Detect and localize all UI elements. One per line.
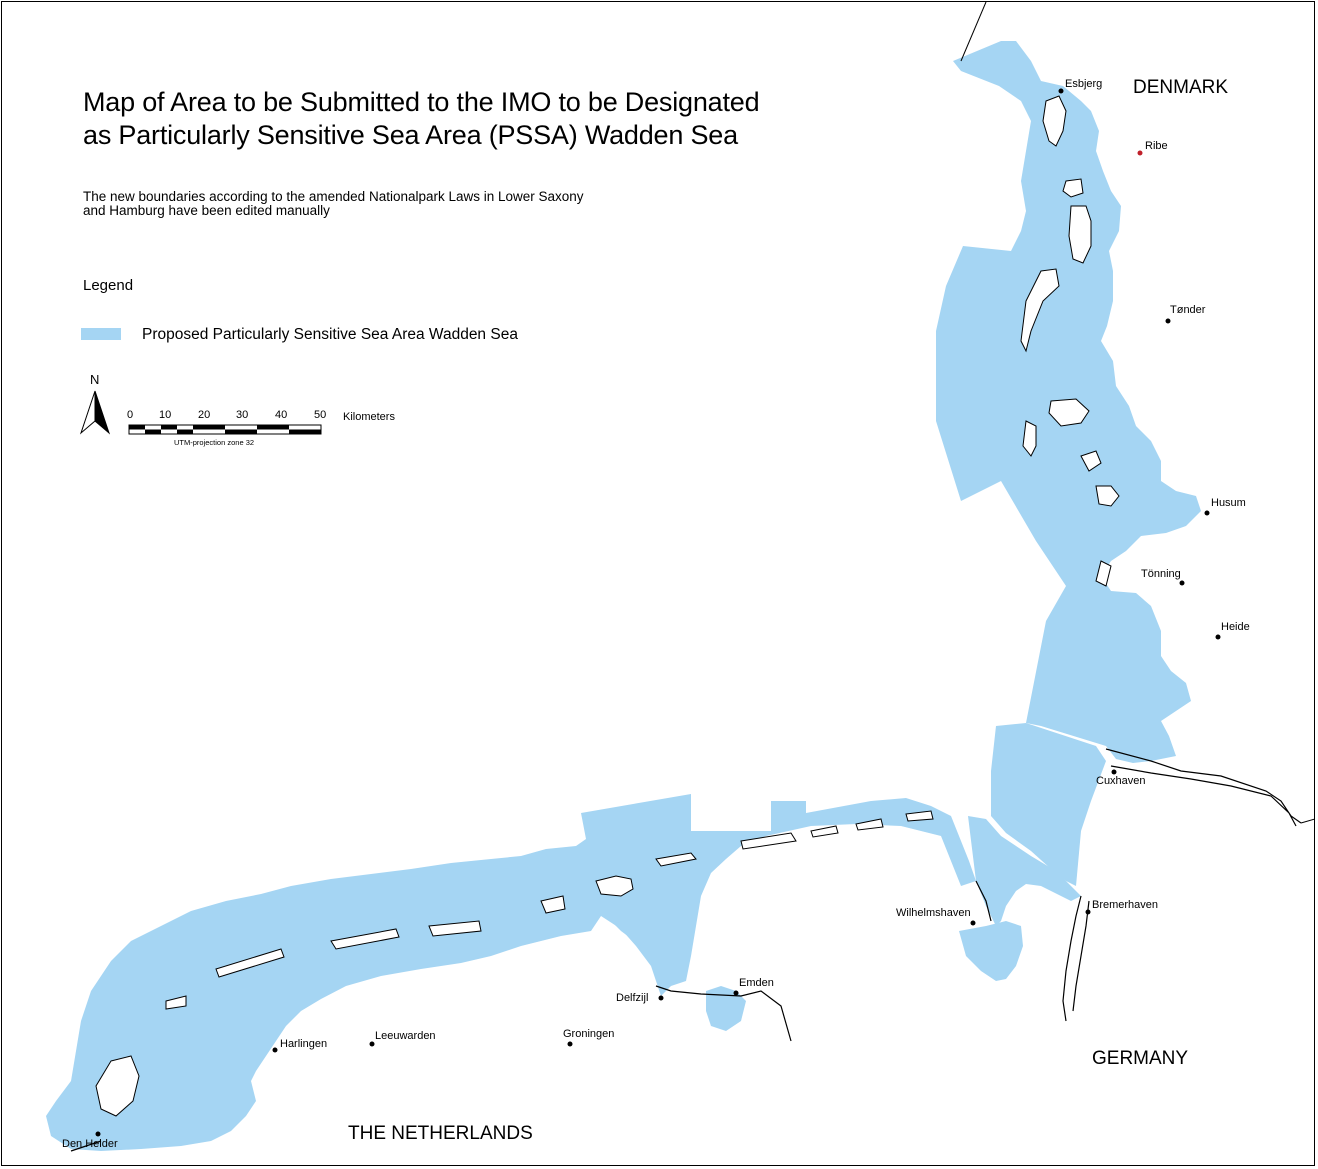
scale-tick-label: 40 xyxy=(275,409,288,421)
pssa-elbe-section xyxy=(991,723,1106,886)
city-marker-leeuwarden xyxy=(369,1041,375,1047)
country-label-germany: GERMANY xyxy=(1092,1048,1189,1069)
coastline-jade xyxy=(975,880,992,922)
north-arrow-letter: N xyxy=(90,372,100,387)
north-arrow-icon xyxy=(79,390,111,435)
city-label-wilhelmshaven: Wilhelmshaven xyxy=(896,907,971,919)
city-marker-cuxhaven xyxy=(1111,769,1117,775)
map-title-line1: Map of Area to be Submitted to the IMO t… xyxy=(83,87,760,117)
city-label-husum: Husum xyxy=(1211,497,1246,509)
map-title-line2: as Particularly Sensitive Sea Area (PSSA… xyxy=(83,120,738,150)
legend-heading: Legend xyxy=(83,277,134,294)
island-eiderstedt-hallig xyxy=(1095,560,1112,587)
city-marker-wilhelmshaven xyxy=(970,920,976,926)
city-marker-emden xyxy=(733,990,739,996)
island-norderney xyxy=(740,832,797,850)
islands xyxy=(95,95,1120,1117)
city-label-bremerhaven: Bremerhaven xyxy=(1092,899,1159,911)
map-note: The new boundaries according to the amen… xyxy=(83,190,584,218)
city-marker-bremerhaven xyxy=(1085,909,1091,915)
country-label-netherlands: THE NETHERLANDS xyxy=(348,1123,533,1144)
pssa-dollard xyxy=(706,986,746,1031)
island-juist xyxy=(655,852,697,867)
country-label-denmark: DENMARK xyxy=(1133,77,1229,98)
city-marker-harlingen xyxy=(272,1047,278,1053)
pssa-jade-bay xyxy=(959,921,1023,981)
coastline-den-helder xyxy=(70,1140,102,1152)
island-sylt xyxy=(1020,268,1060,353)
map-note-line2: and Hamburg have been edited manually xyxy=(83,203,330,218)
city-label-toender: Tønder xyxy=(1170,304,1206,316)
city-marker-ribe xyxy=(1137,150,1143,156)
city-marker-esbjerg xyxy=(1058,88,1064,94)
city-label-groningen: Groningen xyxy=(563,1028,615,1040)
island-baltrum xyxy=(810,825,839,838)
island-roemoe xyxy=(1068,205,1092,264)
city-label-heide: Heide xyxy=(1221,621,1250,633)
island-ameland xyxy=(428,920,482,937)
city-markers xyxy=(95,88,1221,1137)
legend-item-label: Proposed Particularly Sensitive Sea Area… xyxy=(142,326,518,343)
city-marker-heide xyxy=(1215,634,1221,640)
city-marker-husum xyxy=(1204,510,1210,516)
island-amrum xyxy=(1022,420,1037,457)
island-texel xyxy=(95,1055,140,1117)
pssa-weser-section xyxy=(968,816,1081,926)
scale-tick-label: 0 xyxy=(127,409,134,421)
city-label-harlingen: Harlingen xyxy=(280,1038,328,1050)
island-fanoe xyxy=(1042,95,1067,147)
island-langeoog xyxy=(855,818,884,831)
coastline-ems-estuary xyxy=(655,985,792,1042)
city-marker-toender xyxy=(1165,318,1171,324)
scale-unit-label: Kilometers xyxy=(343,411,395,423)
city-label-ribe: Ribe xyxy=(1145,140,1168,152)
scale-tick-label: 50 xyxy=(314,409,327,421)
map-note-line1: The new boundaries according to the amen… xyxy=(83,189,584,204)
city-label-leeuwarden: Leeuwarden xyxy=(375,1030,436,1042)
island-foehr xyxy=(1048,398,1090,427)
island-pellworm xyxy=(1095,485,1120,507)
island-schiermonnikoog xyxy=(540,895,566,914)
city-marker-delfzijl xyxy=(658,995,664,1001)
island-mandoe xyxy=(1062,178,1084,198)
city-label-toenning: Tönning xyxy=(1141,568,1181,580)
city-marker-den-helder xyxy=(95,1131,101,1137)
city-label-esbjerg: Esbjerg xyxy=(1065,78,1103,90)
city-marker-groningen xyxy=(567,1041,573,1047)
island-spiekeroog xyxy=(905,810,934,822)
pssa-ems-delta xyxy=(601,901,656,946)
coastline-elbe-estuary xyxy=(1105,748,1302,827)
city-label-cuxhaven: Cuxhaven xyxy=(1096,775,1146,787)
island-griend xyxy=(165,995,187,1010)
coastline xyxy=(70,748,1302,1152)
scale-caption: UTM-projection zone 32 xyxy=(174,438,255,447)
island-borkum xyxy=(595,875,634,897)
city-label-delfzijl: Delfzijl xyxy=(616,992,649,1004)
scale-tick-label: 10 xyxy=(159,409,172,421)
city-label-emden: Emden xyxy=(739,977,774,989)
legend-swatch xyxy=(81,328,121,340)
island-terschelling xyxy=(330,928,400,950)
city-marker-toenning xyxy=(1179,580,1185,586)
island-vlieland xyxy=(215,948,285,978)
island-nordstrand xyxy=(1080,450,1102,472)
map-title: Map of Area to be Submitted to the IMO t… xyxy=(83,86,760,152)
scale-tick-label: 30 xyxy=(236,409,249,421)
coastline-weser-estuary xyxy=(1062,895,1090,1022)
pssa-south-section xyxy=(46,794,976,1151)
scale-tick-label: 20 xyxy=(198,409,211,421)
city-label-den-helder: Den Helder xyxy=(62,1138,118,1150)
scale-bar-graphic xyxy=(128,424,322,435)
